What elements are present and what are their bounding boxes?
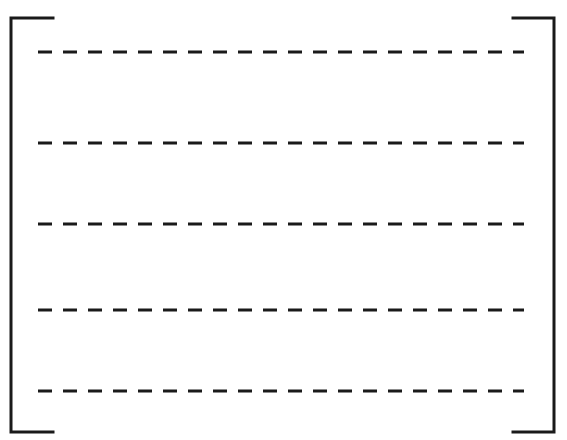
right-bracket — [511, 16, 556, 434]
dashed-lines-group — [38, 50, 524, 393]
left-bracket — [9, 16, 55, 434]
